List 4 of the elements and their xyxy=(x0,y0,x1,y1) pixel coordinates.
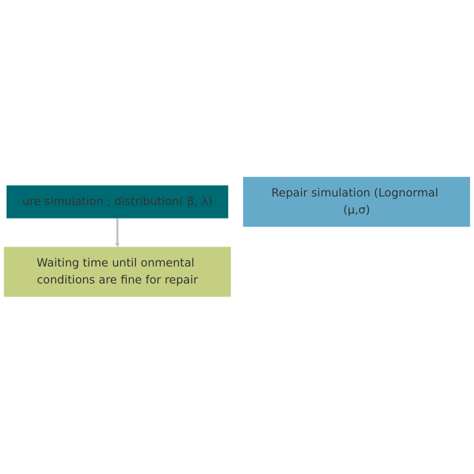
node-box: ure simulation ; distribution( β, λ) xyxy=(6,186,228,218)
node-box: Repair simulation (Lognormal (μ,σ) xyxy=(243,177,470,227)
arrow xyxy=(115,218,120,248)
node-box: Waiting time until onmental conditions are fine for repair xyxy=(4,247,231,297)
